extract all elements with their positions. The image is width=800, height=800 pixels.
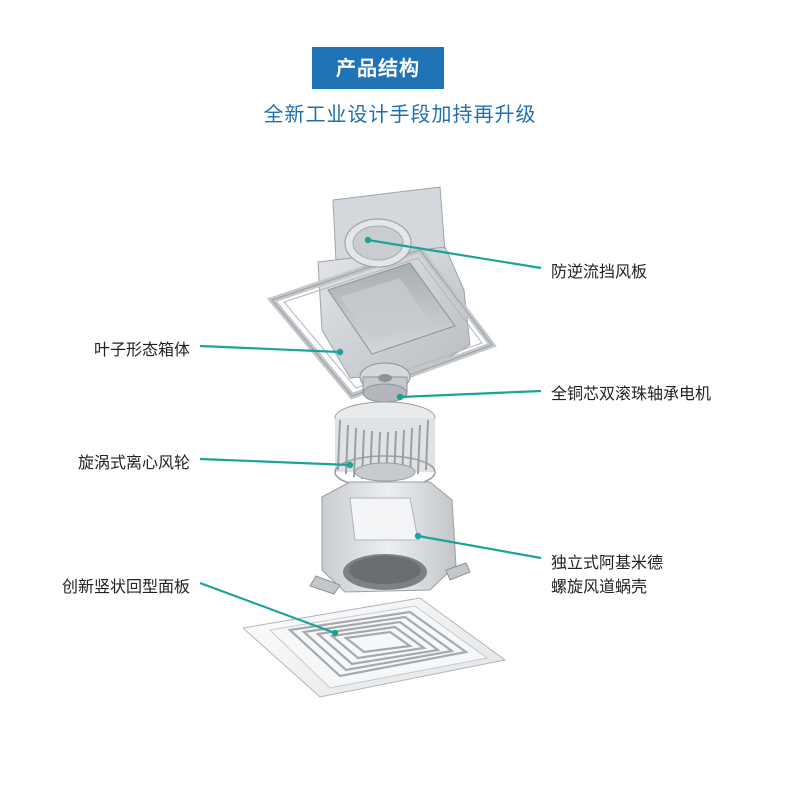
- callout-lines: [199, 238, 542, 635]
- callout-line-panel: [199, 581, 336, 635]
- callout-label-housing: 叶子形态箱体: [93, 340, 190, 359]
- callout-line-wheel: [199, 457, 351, 467]
- callout-label-motor: 全铜芯双滚珠轴承电机: [551, 384, 712, 403]
- callout-label-panel: 创新竖状回型面板: [61, 577, 190, 596]
- callout-line-volute: [417, 534, 542, 560]
- centrifugal-wheel: [334, 401, 436, 489]
- panel-louvers: [287, 610, 469, 678]
- callout-label-volute-line1: 独立式阿基米德: [551, 553, 664, 572]
- motor: [359, 362, 411, 403]
- callout-label-volute-line2: 螺旋风道蜗壳: [551, 577, 648, 596]
- callout-line-damper: [367, 238, 542, 270]
- callout-dots: [331, 236, 422, 637]
- section-subtitle: 全新工业设计手段加持再升级: [263, 102, 537, 126]
- callout-line-housing: [199, 344, 341, 354]
- callout-label-wheel: 旋涡式离心风轮: [77, 453, 190, 472]
- volute-casing: [309, 481, 471, 595]
- section-title-badge: 产品结构: [312, 47, 444, 89]
- backflow-damper: [344, 218, 412, 268]
- callout-line-motor: [399, 389, 542, 399]
- callout-label-damper: 防逆流挡风板: [551, 262, 648, 281]
